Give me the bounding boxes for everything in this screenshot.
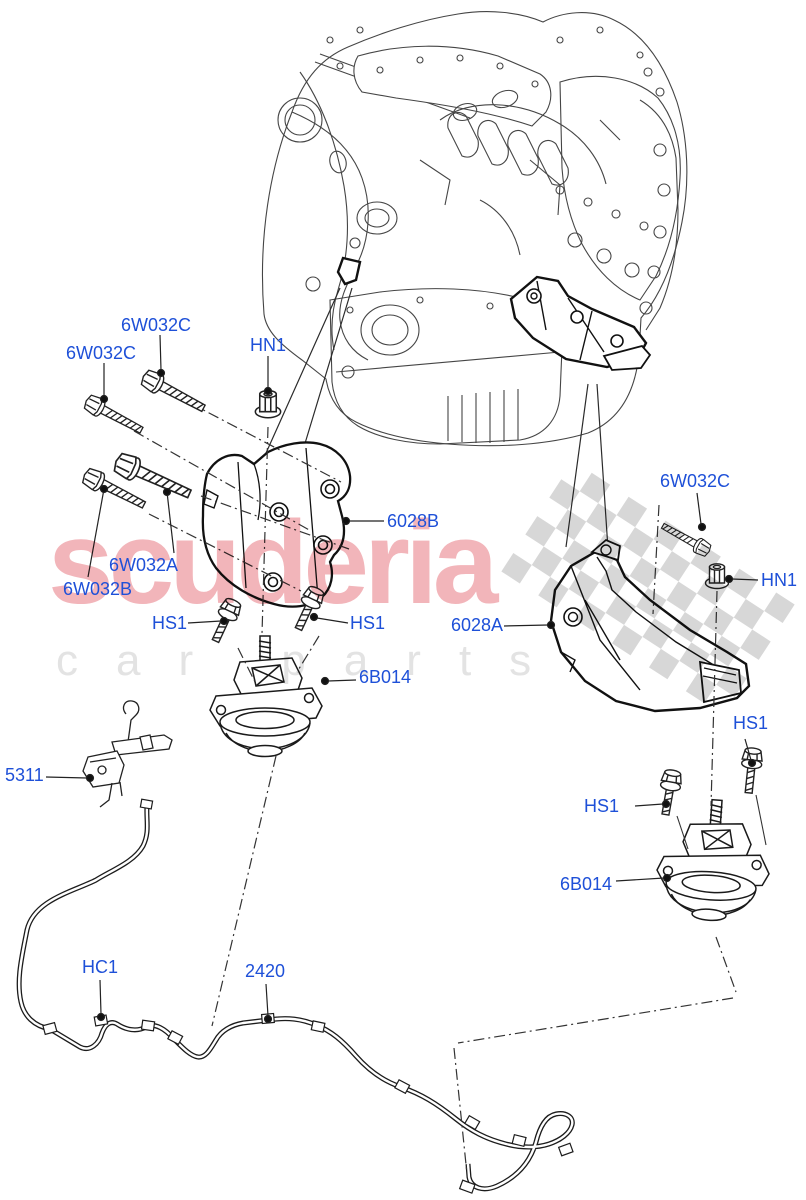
mount-6b014-left [209, 635, 323, 758]
hose-2420 [16, 798, 575, 1194]
callout-hc1: HC1 [82, 957, 119, 977]
callout-5311: 5311 [5, 765, 44, 785]
bracket-5311 [82, 700, 173, 808]
hose-clips [42, 798, 574, 1194]
engine-illustration [261, 11, 688, 447]
bracket-6028b [201, 441, 352, 608]
callout-6028a: 6028A [451, 615, 504, 635]
callout-6028b: 6028B [387, 511, 440, 531]
callout-hs1-left-a: HS1 [152, 613, 188, 633]
callout-6w032b: 6W032B [63, 579, 133, 599]
callout-6b014-right: 6B014 [560, 874, 613, 894]
mount-6b014-right [653, 795, 775, 926]
callout-hs1-right-a: HS1 [733, 713, 769, 733]
callout-hn1-right: HN1 [761, 570, 798, 590]
callout-6w032c-right: 6W032C [660, 471, 731, 491]
callout-6b014-left: 6B014 [359, 667, 412, 687]
assembly-guide-lines [676, 794, 767, 850]
callout-hs1-right-b: HS1 [584, 796, 620, 816]
callout-6w032c-top-b: 6W032C [121, 315, 192, 335]
callout-6w032a: 6W032A [109, 555, 179, 575]
callout-2420: 2420 [245, 961, 286, 981]
engine-bracket-in-situ [336, 256, 652, 371]
callout-6w032c-top-a: 6W032C [66, 343, 137, 363]
callout-hn1-left: HN1 [250, 335, 287, 355]
callout-hs1-left-b: HS1 [350, 613, 386, 633]
